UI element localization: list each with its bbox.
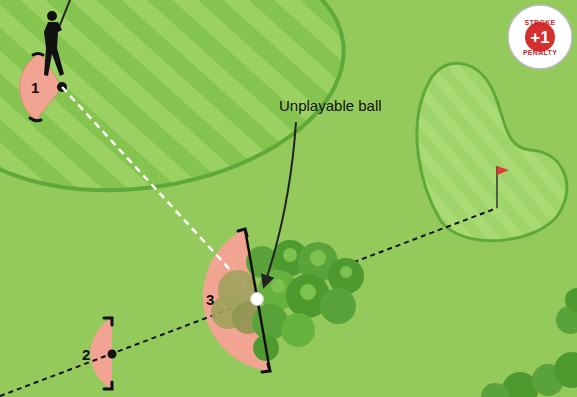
badge-text: STROKE <box>525 19 556 26</box>
trees-corner <box>481 288 577 397</box>
flag <box>497 166 509 208</box>
ball-to-hole-line <box>0 208 497 396</box>
stroke-back-line <box>62 87 257 299</box>
golf-ball <box>251 293 264 306</box>
penalty-badge: STROKE +1PENALTY <box>506 3 574 71</box>
zone-3-tick <box>262 364 270 372</box>
putting-green <box>417 63 567 240</box>
callout-number: 1 <box>31 79 39 96</box>
callout-number: 2 <box>82 346 90 363</box>
zone-3-tick <box>238 229 247 236</box>
callout-arrow <box>264 122 296 286</box>
golfer <box>44 0 70 76</box>
zone-3-edge <box>245 229 270 371</box>
callout-label: Unplayable ball <box>279 97 382 114</box>
penalty-value: +1 <box>530 29 549 46</box>
badge-text: PENALTY <box>523 49 557 56</box>
callout-number: 3 <box>206 291 214 308</box>
bushes <box>211 240 364 361</box>
